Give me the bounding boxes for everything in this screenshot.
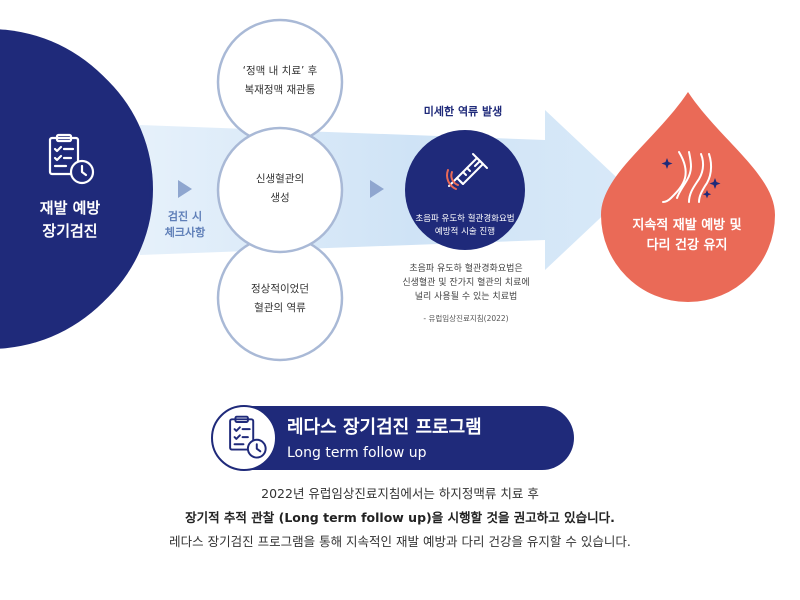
left-panel-title: 재발 예방 장기검진 — [0, 197, 140, 243]
program-title: 레다스 장기검진 프로그램 — [287, 417, 482, 438]
treatment-circle — [405, 130, 525, 250]
note-source: - 유럽임상진료지침(2022) — [423, 314, 509, 323]
program-banner — [212, 406, 574, 470]
legs-sparkle-icon — [661, 151, 721, 203]
bottom-line1: 2022년 유럽임상진료지침에서는 하지정맥류 치료 후 — [261, 486, 539, 501]
flow-arrow — [140, 110, 630, 270]
program-subtitle: Long term follow up — [287, 445, 427, 461]
check-label-line2: 체크사항 — [164, 226, 206, 239]
circle-outline-2 — [216, 126, 344, 254]
treatment-note: 초음파 유도하 혈관경화요법은 신생혈관 및 잔가지 혈관의 치료에 널리 사용… — [402, 264, 530, 302]
triangle-marker-2 — [370, 180, 384, 198]
program-clipboard-clock-icon — [229, 415, 267, 459]
check-label: 검진 시 체크사항 — [150, 209, 220, 241]
clipboard-clock-icon — [48, 133, 95, 185]
bottom-description: 2022년 유럽임상진료지침에서는 하지정맥류 치료 후 장기적 추적 관찰 (… — [0, 482, 800, 554]
left-title-line2: 장기검진 — [42, 222, 98, 240]
circle-text-3: 정상적이었던 혈관의 역류 — [251, 283, 309, 314]
check-label-line1: 검진 시 — [167, 210, 203, 223]
left-title-line1: 재발 예방 — [39, 199, 101, 217]
triangle-marker-1 — [178, 180, 192, 198]
bottom-line2: 장기적 추적 관찰 (Long term follow up)을 시행할 것을 … — [185, 510, 615, 525]
drop-text: 지속적 재발 예방 및 다리 건강 유지 — [632, 218, 742, 253]
drop-shape — [601, 92, 775, 302]
left-panel-circle — [0, 29, 150, 349]
circle-text-1: ‘정맥 내 치료’ 후 복재정맥 재관통 — [242, 65, 318, 96]
circle-text-2: 신생혈관의 생성 — [255, 173, 305, 204]
bottom-line3: 레다스 장기검진 프로그램을 통해 지속적인 재발 예방과 다리 건강을 유지할… — [169, 534, 631, 549]
treatment-subtitle: 미세한 역류 발생 — [423, 105, 503, 118]
treatment-text: 초음파 유도하 혈관경화요법 예방적 시술 진행 — [415, 214, 515, 237]
syringe-icon — [446, 153, 488, 190]
